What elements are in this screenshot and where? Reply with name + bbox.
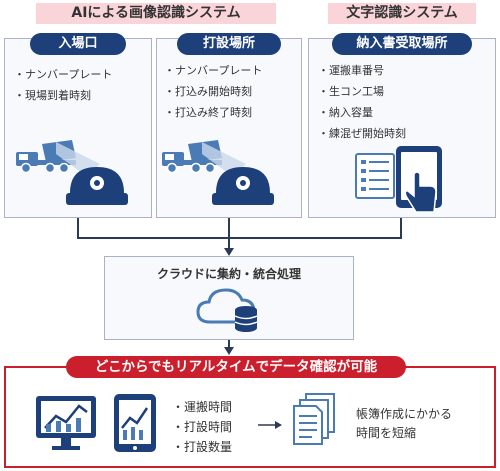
- panel-pouring-site-list: ナンバープレート 打込み開始時刻 打込み終了時刻: [164, 60, 262, 123]
- cloud-database-icon: [196, 288, 258, 332]
- connector-line: [400, 218, 402, 238]
- realtime-banner: どこからでもリアルタイムでデータ確認が可能: [66, 356, 406, 378]
- list-item: 打設数量: [172, 437, 232, 457]
- camera-beam: [202, 142, 246, 176]
- ai-system-header: AIによる画像認識システム: [36, 3, 276, 24]
- list-item: ナンバープレート: [164, 60, 262, 81]
- cloud-integration-box: [104, 256, 354, 340]
- panel-delivery-slip-title: 納入書受取場所: [332, 33, 472, 55]
- list-item: 運搬車番号: [318, 60, 406, 81]
- panel-delivery-slip-list: 運搬車番号 生コン工場 納入容量 練混ぜ開始時刻: [318, 60, 406, 144]
- connector-line: [228, 218, 230, 238]
- list-item: 練混ぜ開始時刻: [318, 123, 406, 144]
- connector-line: [228, 237, 230, 251]
- camera-dome-icon: [212, 167, 274, 205]
- list-item: 納入容量: [318, 102, 406, 123]
- list-item: 打設時間: [172, 417, 232, 437]
- list-item: 現場到着時刻: [14, 85, 112, 106]
- tablet-chart-icon: [114, 394, 156, 452]
- list-item: 打込み終了時刻: [164, 102, 262, 123]
- documents-icon: [293, 393, 335, 445]
- arrow-right-icon: [258, 421, 282, 429]
- connector-line: [77, 218, 79, 238]
- list-item: ナンバープレート: [14, 64, 112, 85]
- arrow-down-icon: [224, 347, 234, 355]
- result-text-line2: 時間を短縮: [356, 426, 417, 440]
- ocr-system-header: 文字認識システム: [328, 3, 476, 24]
- camera-dome-icon: [66, 167, 128, 205]
- list-item: 生コン工場: [318, 81, 406, 102]
- connector-line: [228, 340, 230, 350]
- result-text-line1: 帳簿作成にかかる: [356, 407, 453, 421]
- panel-entrance-list: ナンバープレート 現場到着時刻: [14, 64, 112, 106]
- tablet-hand-icon: [355, 146, 442, 213]
- panel-entrance-title: 入場口: [30, 33, 126, 55]
- panel-pouring-site-title: 打設場所: [177, 33, 281, 55]
- list-item: 運搬時間: [172, 397, 232, 417]
- list-item: 打込み開始時刻: [164, 81, 262, 102]
- realtime-data-list: 運搬時間 打設時間 打設数量: [172, 397, 232, 457]
- monitor-chart-icon: [36, 396, 96, 450]
- camera-beam: [56, 142, 100, 176]
- connector-line: [77, 237, 402, 239]
- arrow-down-icon: [224, 248, 234, 256]
- cloud-integration-title: クラウドに集約・統合処理: [156, 267, 301, 281]
